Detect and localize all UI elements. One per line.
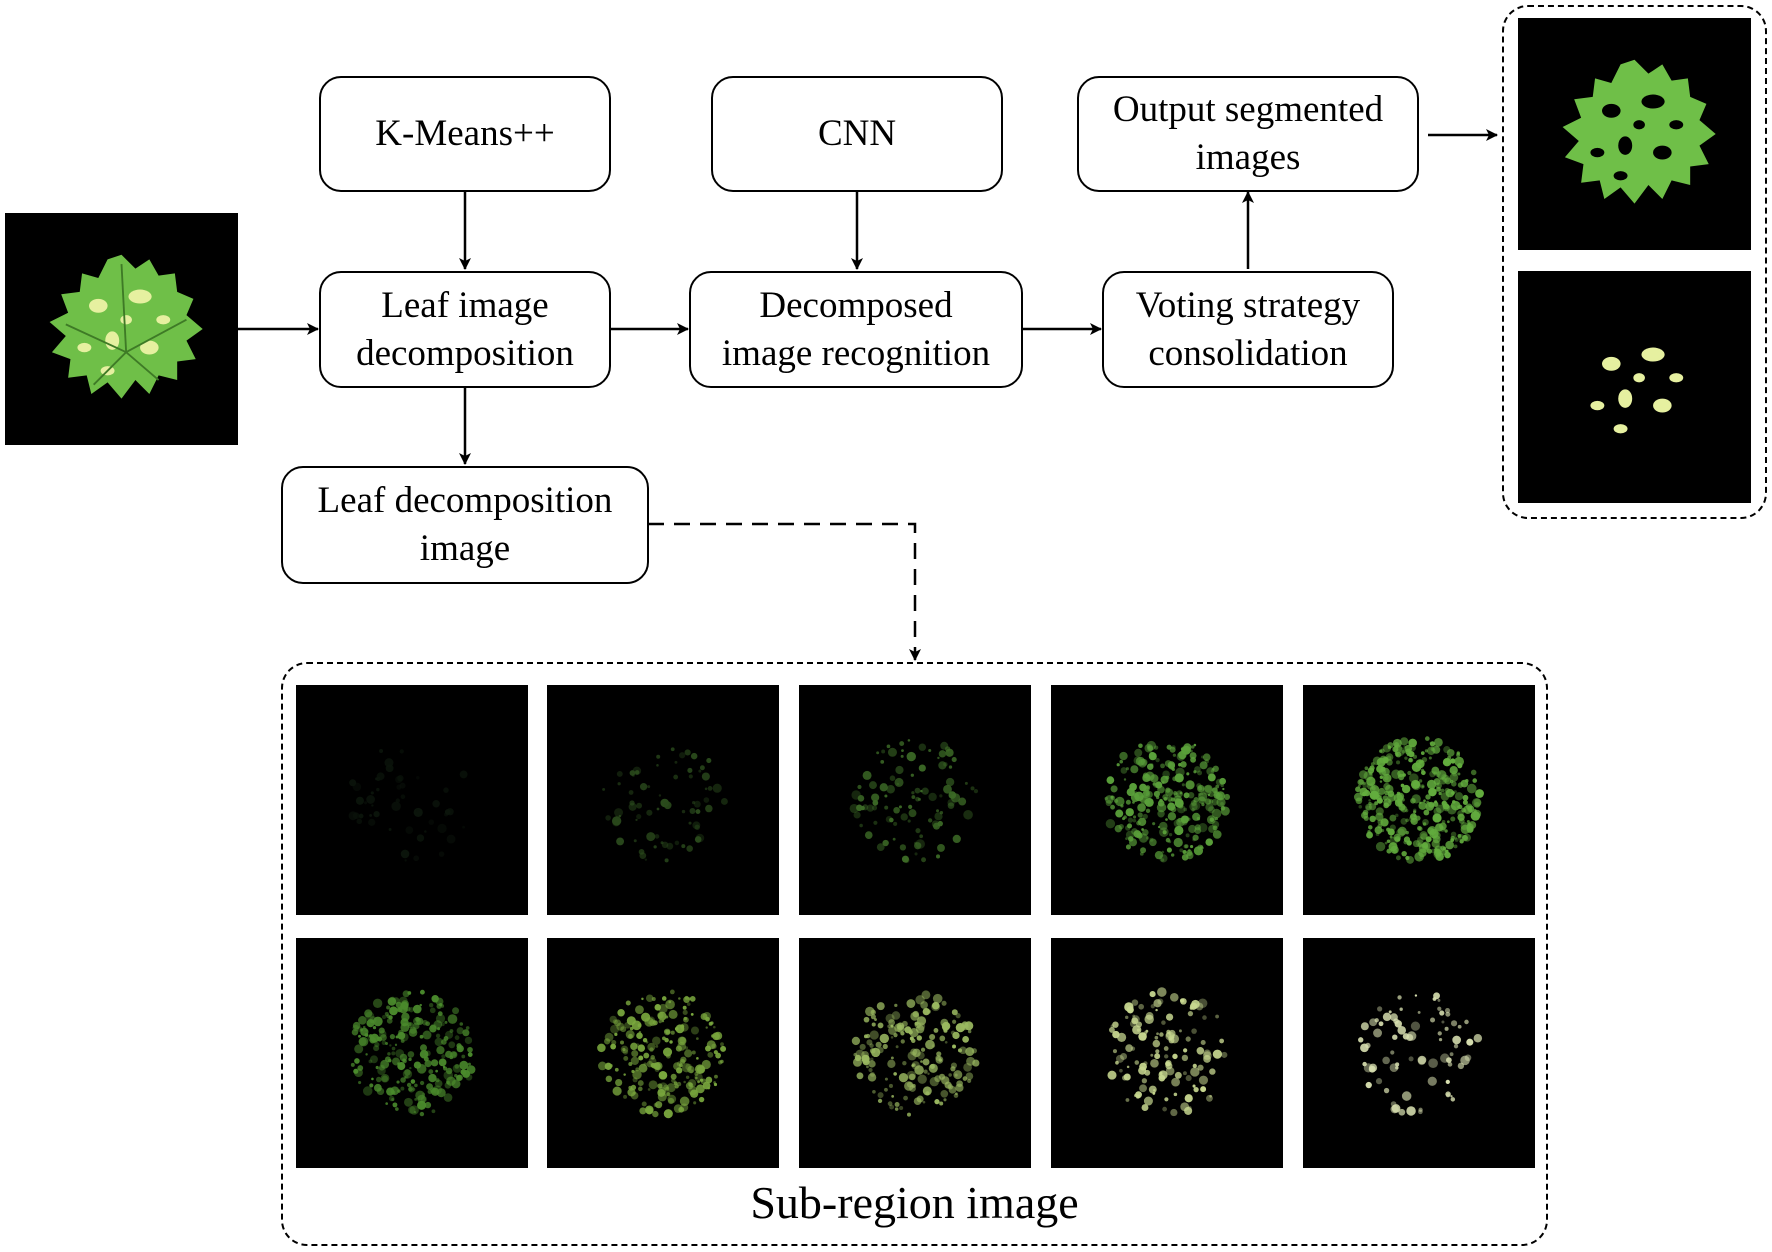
subregion-tile-2 [547,685,779,915]
leaf-decomposition-image-box: Leaf decomposition image [281,466,649,584]
recognition-label-line2: image recognition [721,332,991,374]
decomposition-image-label-line1: Leaf decomposition [317,480,613,521]
output-label-line1: Output segmented [1112,89,1384,130]
segmented-lesion-image [1518,271,1751,503]
output-label-line2: images [1195,137,1301,178]
segmented-healthy-image [1518,18,1751,250]
cnn-box: CNN [711,76,1003,192]
voting-strategy-box: Voting strategy consolidation [1102,271,1394,388]
output-segmented-images-box: Output segmented images [1077,76,1419,192]
lesion-graphic [1590,347,1684,434]
decomposed-image-recognition-box: Decomposed image recognition [689,271,1023,388]
subregion-texture [851,990,980,1117]
leaf-image-decomposition-box: Leaf image decomposition [319,271,611,388]
subregion-texture [849,739,979,864]
subregion-tile-4 [1051,685,1283,915]
kmeans-box: K-Means++ [319,76,611,192]
decomposition-image-label-line2: image [419,528,511,569]
subregion-caption: Sub-region image [750,1177,1079,1228]
subregion-texture [1353,736,1484,864]
subregion-tile-1 [296,685,528,915]
subregion-tile-5 [1303,685,1535,915]
subregion-texture [348,749,468,862]
subregion-images-group [281,662,1548,1246]
input-leaf-image [5,213,238,445]
voting-label-line1: Voting strategy [1135,284,1361,326]
subregion-texture [597,989,727,1119]
subregion-tile-9 [1051,938,1283,1168]
cnn-label: CNN [817,113,897,154]
kmeans-label: K-Means++ [375,113,555,154]
subregion-texture [1104,740,1231,863]
subregion-tile-3 [799,685,1031,915]
leaf-graphic [49,254,203,399]
subregion-texture [602,747,728,863]
subregion-texture [350,989,476,1117]
decomposition-label-line2: decomposition [356,332,574,374]
voting-label-line2: consolidation [1148,332,1348,374]
subregion-texture [1358,992,1483,1116]
subregion-tile-10 [1303,938,1535,1168]
healthy-leaf-graphic [1562,59,1716,204]
subregion-tile-7 [547,938,779,1168]
subregion-tile-8 [799,938,1031,1168]
dashed-arrow-image-to-subregions [648,522,921,661]
subregion-tile-6 [296,938,528,1168]
subregion-texture [1107,987,1228,1117]
decomposition-label-line1: Leaf image [381,284,549,326]
recognition-label-line1: Decomposed [759,284,953,326]
segmented-results-group [1502,5,1767,519]
